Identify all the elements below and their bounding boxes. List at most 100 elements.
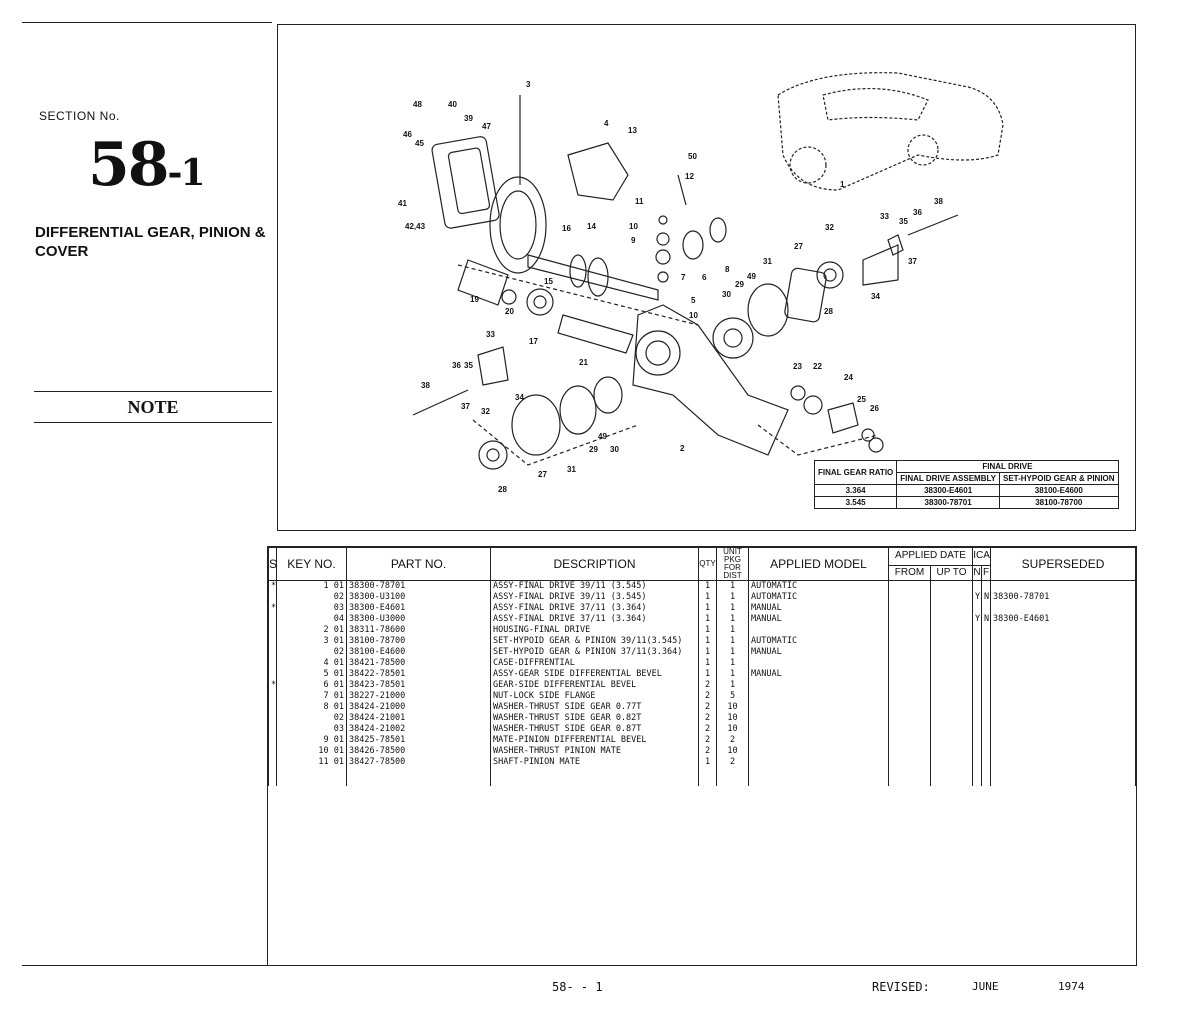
row-key-number: 03	[276, 603, 347, 614]
callout-label: 47	[482, 122, 491, 131]
row-superseded	[990, 735, 1136, 746]
row-date-from	[888, 680, 931, 691]
section-number-sub: -1	[167, 152, 206, 194]
row-description: WASHER-THRUST SIDE GEAR 0.82T	[490, 713, 699, 724]
callout-label: 24	[844, 373, 853, 382]
row-ica-n	[972, 691, 983, 702]
row-ica-f	[981, 735, 992, 746]
filler-cell	[929, 768, 974, 786]
filler-cell	[981, 768, 992, 786]
row-star-marker	[268, 669, 277, 680]
col-header-f: F	[981, 564, 992, 582]
row-date-from	[888, 757, 931, 768]
row-superseded	[990, 702, 1136, 713]
row-applied-model	[748, 735, 889, 746]
row-ica-f	[981, 713, 992, 724]
callout-label: 36	[913, 208, 922, 217]
col-header-upto: UP TO	[929, 564, 974, 582]
row-date-from	[888, 603, 931, 614]
filler-cell	[888, 768, 931, 786]
row-description: SHAFT-PINION MATE	[490, 757, 699, 768]
filler-cell	[972, 768, 983, 786]
row-ica-f: N	[981, 592, 992, 603]
row-date-from	[888, 746, 931, 757]
row-part-number: 38424-21002	[346, 724, 491, 735]
row-qty: 2	[698, 691, 717, 702]
row-date-upto	[929, 746, 974, 757]
row-ica-n	[972, 735, 983, 746]
row-ica-f	[981, 724, 992, 735]
row-ica-f	[981, 669, 992, 680]
row-superseded	[990, 680, 1136, 691]
row-applied-model: AUTOMATIC	[748, 580, 889, 592]
section-title: DIFFERENTIAL GEAR, PINION & COVER	[35, 224, 266, 260]
callout-label: 32	[825, 223, 834, 232]
col-header-date: APPLIED DATE	[887, 547, 974, 566]
row-ica-f	[981, 658, 992, 669]
diagram-drawing	[412, 72, 1004, 470]
row-date-from	[888, 614, 931, 625]
row-key-number: 04	[276, 614, 347, 625]
row-unit-pkg: 1	[716, 603, 749, 614]
row-qty: 1	[698, 636, 717, 647]
row-qty: 2	[698, 713, 717, 724]
row-superseded	[990, 625, 1136, 636]
row-applied-model: MANUAL	[748, 669, 889, 680]
row-star-marker	[268, 658, 277, 669]
row-key-number: 4 01	[276, 658, 347, 669]
row-applied-model	[748, 691, 889, 702]
col-header-key: KEY NO.	[276, 547, 347, 581]
row-qty: 1	[698, 647, 717, 658]
row-applied-model: MANUAL	[748, 614, 889, 625]
row-description: WASHER-THRUST PINION MATE	[490, 746, 699, 757]
callout-label: 10	[629, 222, 638, 231]
callout-label: 29	[589, 445, 598, 454]
callout-label: 3	[526, 80, 531, 89]
row-ica-f	[981, 603, 992, 614]
row-date-from	[888, 724, 931, 735]
row-ica-n	[972, 647, 983, 658]
row-part-number: 38427-78500	[346, 757, 491, 768]
row-key-number: 5 01	[276, 669, 347, 680]
row-unit-pkg: 1	[716, 658, 749, 669]
row-part-number: 38100-78700	[346, 636, 491, 647]
row-qty: 2	[698, 735, 717, 746]
row-date-upto	[929, 658, 974, 669]
callout-label: 28	[498, 485, 507, 494]
row-star-marker	[268, 713, 277, 724]
row-qty: 2	[698, 746, 717, 757]
row-key-number: 1 01	[276, 580, 347, 592]
row-ica-f	[981, 647, 992, 658]
row-ica-n: Y	[972, 592, 983, 603]
row-unit-pkg: 1	[716, 647, 749, 658]
row-star-marker	[268, 592, 277, 603]
col-header-qty: QTY	[698, 547, 717, 581]
callout-label: 33	[880, 212, 889, 221]
callout-label: 7	[681, 273, 686, 282]
row-applied-model	[748, 757, 889, 768]
table-filler-row	[268, 768, 1136, 786]
assembly-header: FINAL DRIVE ASSEMBLY	[896, 472, 1000, 485]
row-star-marker	[268, 691, 277, 702]
col-header-unit-pkg: UNIT PKG FOR DIST	[716, 547, 749, 581]
ratio-row: 3.545 38300-78701 38100-78700	[813, 496, 1119, 509]
row-superseded	[990, 580, 1136, 592]
exploded-diagram: 1 2 3 4 5 6 7 8 9 10 10 11 12 13 14 15 1…	[277, 24, 1136, 531]
row-applied-model	[748, 724, 889, 735]
row-qty: 1	[698, 592, 717, 603]
callout-label: 10	[689, 311, 698, 320]
callout-label: 14	[587, 222, 596, 231]
callout-label: 2	[680, 444, 685, 453]
row-applied-model: MANUAL	[748, 647, 889, 658]
assembly-cell: 38300-78701	[896, 496, 1000, 509]
callout-label: 48	[413, 100, 422, 109]
row-unit-pkg: 10	[716, 746, 749, 757]
ratio-header: FINAL GEAR RATIO	[813, 460, 898, 485]
row-unit-pkg: 1	[716, 580, 749, 592]
left-panel: SECTION No. 58-1 DIFFERENTIAL GEAR, PINI…	[22, 22, 272, 966]
